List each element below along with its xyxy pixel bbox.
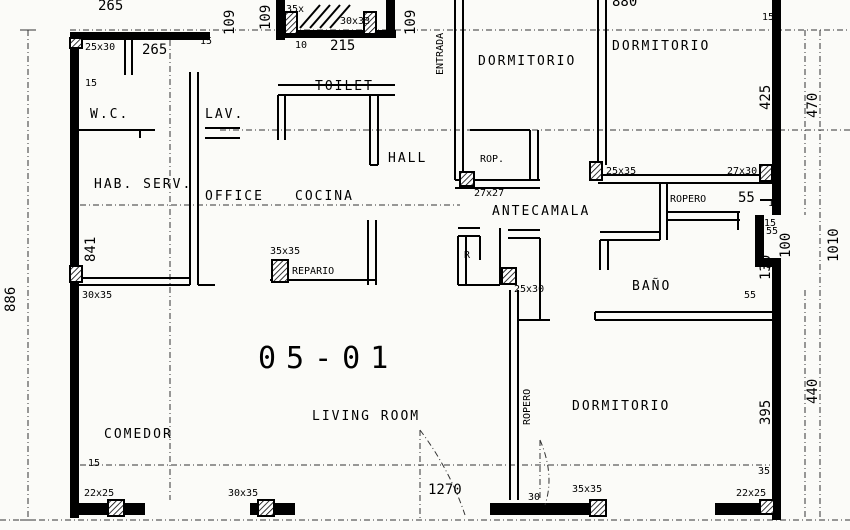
dim-right-35: 35: [758, 466, 770, 477]
dim-left-841: 841: [83, 237, 99, 262]
dim-top-109-b: 109: [258, 5, 274, 30]
dim-col-27x30: 27x30: [727, 166, 757, 177]
dim-col-27x27: 27x27: [474, 188, 504, 199]
dim-top-10: 10: [295, 40, 307, 51]
dim-right-15-top: 15: [762, 12, 774, 23]
label-dormitorio-3: DORMITORIO: [572, 399, 670, 414]
dim-col-25x30-center: 25x30: [514, 284, 544, 295]
label-hab-serv: HAB. SERV.: [94, 177, 192, 192]
dim-col-35x35-bottom: 35x35: [572, 484, 602, 495]
dim-col-35x35-repario: 35x35: [270, 246, 300, 257]
dim-top-30x33: 30x33: [340, 16, 370, 27]
dim-col-22x25-left: 22x25: [84, 488, 114, 499]
dim-col-22x25-right: 22x25: [736, 488, 766, 499]
label-toilet: TOILET: [315, 79, 374, 94]
dim-top-109-c: 109: [403, 10, 419, 35]
label-repario: REPARIO: [292, 266, 334, 277]
label-office: OFFICE: [205, 189, 264, 204]
label-wc: W.C.: [90, 107, 129, 122]
dimension-labels: 265 265 15 109 109 109 215 10 35x 30x33 …: [3, 0, 842, 503]
walls: [70, 0, 781, 520]
partitions: [79, 0, 772, 500]
dim-right-55-c: 55: [744, 290, 756, 301]
label-entrada: ENTRADA: [435, 33, 446, 75]
door-swings: [419, 429, 550, 516]
dim-top-265-a: 265: [98, 0, 123, 14]
dim-right-55-b: 55: [766, 260, 778, 271]
dim-bottom-30: 30: [528, 492, 540, 503]
dim-ropero-55: 55: [738, 190, 755, 206]
dim-right-130: 130: [758, 255, 774, 280]
dim-top-880: 880: [612, 0, 637, 10]
dimension-lines: [0, 29, 850, 521]
dim-col-25x35: 25x35: [606, 166, 636, 177]
label-comedor: COMEDOR: [104, 427, 173, 442]
dim-left-15-b: 15: [88, 458, 100, 469]
unit-id: 05-01: [258, 341, 398, 376]
dim-right-1010: 1010: [826, 228, 842, 262]
dim-top-215: 215: [330, 38, 355, 54]
dim-left-15-a: 15: [85, 78, 97, 89]
label-rop: ROP.: [480, 154, 504, 165]
dim-top-15: 15: [200, 36, 212, 47]
room-labels: DORMITORIO DORMITORIO DORMITORIO TOILET …: [90, 33, 710, 442]
stairs: [299, 4, 351, 29]
label-hall: HALL: [388, 151, 427, 166]
label-dormitorio-2: DORMITORIO: [612, 39, 710, 54]
label-cocina: COCINA: [295, 189, 354, 204]
dim-right-395: 395: [758, 400, 774, 425]
label-ropero: ROPERO: [670, 194, 706, 205]
dim-left-886: 886: [3, 287, 19, 312]
dim-right-470: 470: [805, 93, 821, 118]
dim-right-15: 15: [764, 218, 776, 229]
dim-top-109-a: 109: [222, 10, 238, 35]
label-ropero-vertical: ROPERO: [522, 389, 533, 425]
label-dormitorio-1: DORMITORIO: [478, 54, 576, 69]
dim-col-30x35-left: 30x35: [82, 290, 112, 301]
dim-ropero-15: 15: [768, 198, 780, 209]
dim-right-425: 425: [758, 85, 774, 110]
dim-right-55-a: 55: [766, 226, 778, 237]
label-lav: LAV.: [205, 107, 244, 122]
label-bano: BAÑO: [632, 278, 671, 294]
label-r: R: [464, 250, 471, 261]
dim-top-265-b: 265: [142, 42, 167, 58]
dim-bottom-1270: 1270: [428, 482, 462, 498]
dim-right-440: 440: [805, 379, 821, 404]
dim-col-25x30-topleft: 25x30: [85, 42, 115, 53]
dim-col-30x35-bottom: 30x35: [228, 488, 258, 499]
label-living-room: LIVING ROOM: [312, 409, 420, 424]
label-antecamara: ANTECAMALA: [492, 204, 590, 219]
columns: [69, 11, 775, 517]
dim-top-35x: 35x: [286, 4, 304, 15]
dim-right-100: 100: [778, 233, 794, 258]
